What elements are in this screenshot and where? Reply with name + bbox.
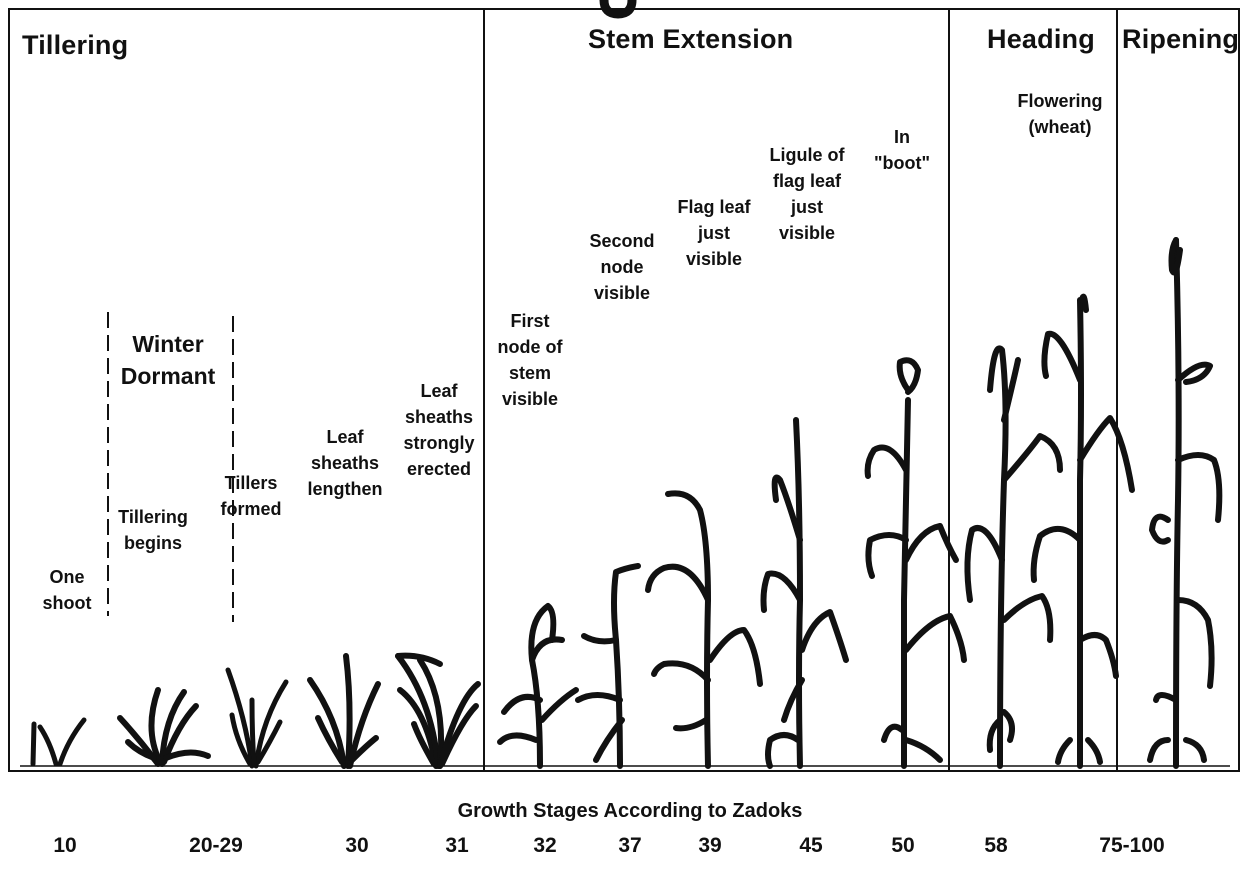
zadoks-code: 37 bbox=[618, 834, 642, 857]
label-in-boot: In "boot" bbox=[873, 127, 931, 173]
plant-stage-37 bbox=[575, 563, 641, 769]
label-second-node: Second node visible bbox=[589, 231, 655, 303]
phase-title-ripening: Ripening bbox=[1122, 24, 1240, 54]
label-one-shoot: One shoot bbox=[42, 567, 92, 613]
plant-stage-39 bbox=[645, 490, 763, 769]
phase-title-heading: Heading bbox=[987, 24, 1095, 54]
plant-stage-58 bbox=[964, 293, 1135, 769]
plant-stage-32 bbox=[497, 603, 579, 769]
label-first-node: First node of stem visible bbox=[497, 311, 563, 409]
plant-stage-20-29 bbox=[117, 687, 211, 767]
label-tillering-begins: Tillering begins bbox=[118, 507, 188, 553]
label-tillers-formed: Tillers formed bbox=[220, 473, 282, 519]
zadoks-code: 30 bbox=[345, 834, 369, 857]
label-flag-leaf: Flag leaf just visible bbox=[677, 197, 751, 269]
plant-stage-30 bbox=[307, 653, 381, 769]
plant-stage-50 bbox=[864, 357, 967, 769]
phase-title-stem-extension: Stem Extension bbox=[588, 24, 794, 54]
phase-title-tillering: Tillering bbox=[22, 30, 129, 60]
label-ligule: Ligule of flag leaf just visible bbox=[769, 145, 845, 243]
zadoks-code: 50 bbox=[891, 834, 915, 857]
zadoks-scale-title: Growth Stages According to Zadoks bbox=[457, 800, 803, 822]
zadoks-code: 32 bbox=[533, 834, 557, 857]
plant-stage-30-tillers bbox=[225, 667, 289, 769]
zadoks-code: 39 bbox=[698, 834, 722, 857]
label-winter-dormant: Winter Dormant bbox=[120, 331, 216, 389]
zadoks-code: 20-29 bbox=[189, 834, 243, 857]
plant-stage-31 bbox=[395, 652, 481, 769]
zadoks-code: 31 bbox=[445, 834, 469, 857]
label-leaf-sheaths-erected: Leaf sheaths strongly erected bbox=[403, 381, 475, 479]
plant-stage-45 bbox=[760, 417, 849, 769]
zadoks-code: 10 bbox=[53, 834, 77, 857]
plant-stage-10 bbox=[30, 717, 87, 767]
zadoks-code: 58 bbox=[984, 834, 1008, 857]
diagram-border bbox=[8, 8, 1240, 772]
label-leaf-sheaths-lengthen: Leaf sheaths lengthen bbox=[307, 427, 383, 499]
cropped-title-fragment bbox=[599, 0, 637, 19]
label-flowering: Flowering (wheat) bbox=[1017, 91, 1103, 137]
zadoks-code: 45 bbox=[799, 834, 823, 857]
zadoks-code: 75-100 bbox=[1099, 834, 1165, 857]
plant-stage-75-100 bbox=[1147, 237, 1223, 769]
